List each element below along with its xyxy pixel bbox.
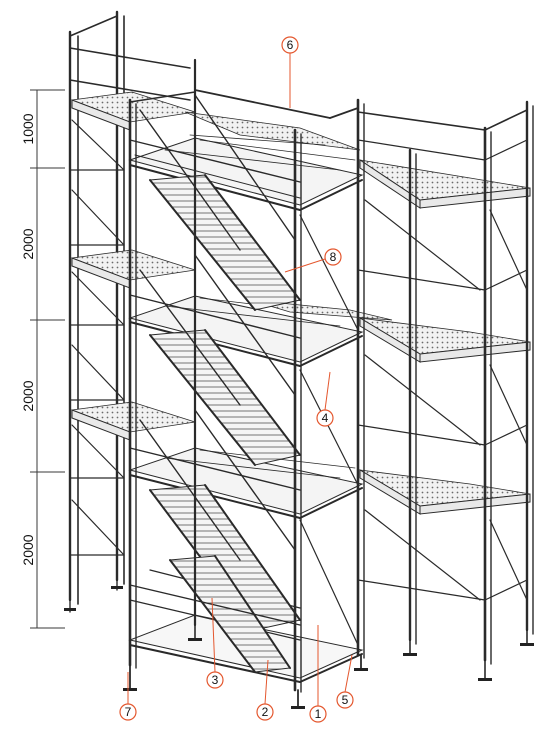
callout-7: 7 [125,705,132,719]
back-left-tower [64,10,191,613]
dimension-line [30,89,65,629]
dimension-labels: 1000 2000 2000 2000 [20,113,36,565]
stair-tower-standards [123,58,368,709]
dimension-label-2000-top: 2000 [20,228,36,259]
deck-level-middle [71,249,531,367]
dimension-label-2000-middle: 2000 [20,380,36,411]
callout-4: 4 [322,411,329,425]
callout-6: 6 [287,38,294,52]
dimension-label-1000: 1000 [20,113,36,144]
callout-2: 2 [262,705,269,719]
stair-flights [139,94,301,673]
callout-3: 3 [212,673,219,687]
callout-5: 5 [342,693,349,707]
callout-8: 8 [330,250,337,264]
dimension-label-2000-bottom: 2000 [20,534,36,565]
callouts: 6 8 4 3 7 2 1 5 [119,36,354,723]
callout-1: 1 [315,707,322,721]
right-tower [357,100,534,681]
